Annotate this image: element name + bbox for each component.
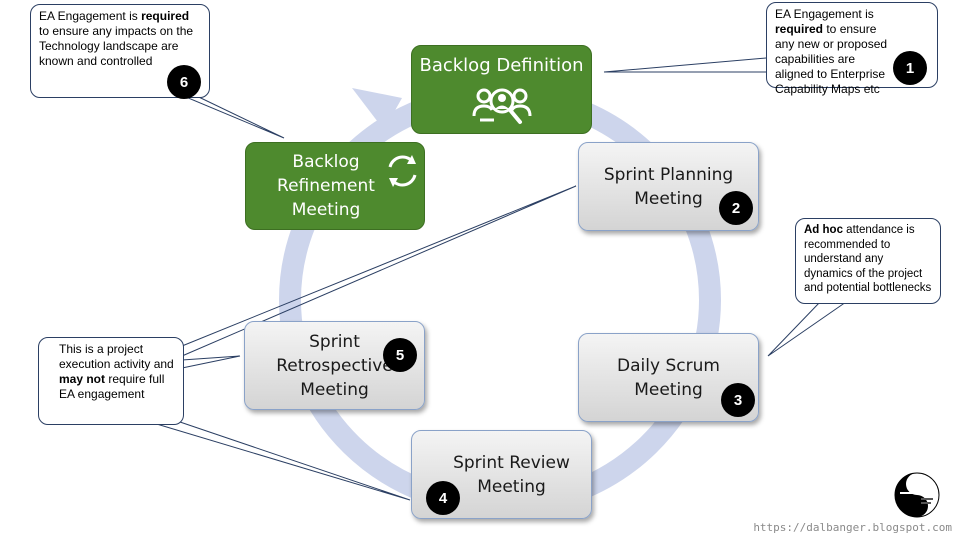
step-number-6: 6 — [167, 65, 201, 99]
callout-1: EA Engagement is required to ensure any … — [766, 2, 938, 96]
step-number-2: 2 — [719, 191, 753, 225]
node-sprint-review: Sprint Review Meeting 4 — [411, 430, 592, 519]
node-backlog-definition: Backlog Definition — [411, 45, 592, 134]
cycle-arrowhead — [352, 88, 402, 130]
callout-execution: This is a project execution activity and… — [38, 337, 184, 425]
callout-exec-post: require full EA engagement — [59, 372, 165, 401]
callout-exec-bold: may not — [59, 372, 106, 386]
callout-1-post: to ensure any new or proposed capabiliti… — [775, 22, 888, 96]
node-sprint-planning-title: Sprint Planning Meeting — [603, 164, 734, 209]
node-sprint-review-title: Sprint Review Meeting — [453, 452, 570, 497]
callout-exec-pointer-review — [149, 421, 411, 501]
node-backlog-refinement: Backlog Refinement Meeting — [245, 142, 425, 230]
node-daily-scrum: Daily Scrum Meeting 3 — [578, 333, 759, 422]
callout-adhoc-pointer — [767, 301, 847, 357]
callout-1-bold: required — [775, 22, 824, 36]
callout-adhoc: Ad hoc attendance is recommended to unde… — [795, 218, 941, 304]
callout-exec-pointer-planning — [181, 185, 577, 357]
node-sprint-planning: Sprint Planning Meeting 2 — [578, 142, 759, 231]
step-number-4: 4 — [426, 481, 460, 515]
callout-exec-pre: This is a project execution activity and — [59, 342, 174, 371]
node-backlog-definition-title: Backlog Definition — [419, 54, 584, 76]
step-number-3: 3 — [721, 383, 755, 417]
callout-exec-pointer-retro — [181, 355, 241, 369]
callout-1-pre: EA Engagement is — [775, 7, 874, 21]
team-search-icon — [472, 88, 531, 124]
callout-1-pointer — [603, 57, 767, 73]
yin-yang-logo — [894, 472, 940, 518]
callout-6-bold: required — [141, 9, 190, 23]
refresh-cycle-icon — [388, 155, 417, 187]
step-number-1: 1 — [893, 51, 927, 85]
node-daily-scrum-title: Daily Scrum Meeting — [617, 355, 720, 400]
callout-adhoc-bold: Ad hoc — [804, 224, 843, 236]
node-sprint-retrospective: Sprint Retrospective Meeting 5 — [244, 321, 425, 410]
callout-adhoc-post: attendance is recommended to understand … — [804, 224, 932, 294]
callout-6-post: to ensure any impacts on the Technology … — [39, 24, 194, 68]
footer-url[interactable]: https://dalbanger.blogspot.com — [753, 521, 952, 534]
node-backlog-refinement-title: Backlog Refinement Meeting — [277, 152, 375, 220]
node-sprint-retrospective-title: Sprint Retrospective Meeting — [276, 331, 393, 400]
step-number-5: 5 — [383, 338, 417, 372]
callout-6-pre: EA Engagement is — [39, 9, 142, 23]
callout-6: EA Engagement is required to ensure any … — [30, 4, 210, 99]
